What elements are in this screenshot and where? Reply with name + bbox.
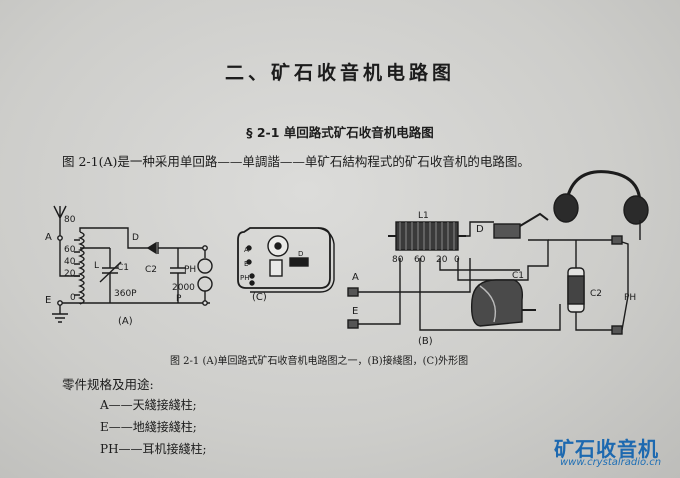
schematic-tap-60: 60 [64, 245, 76, 255]
schematic-tap-0: 0 [70, 293, 76, 303]
diode-holder [493, 223, 521, 239]
enclosure-figure-label: (C) [252, 292, 267, 303]
wiring-c2-label: C2 [590, 289, 602, 299]
spec-item-antenna: A——天綫接綫柱; [100, 398, 197, 412]
headphones-icon [564, 170, 642, 205]
wiring-tap-60: 60 [414, 255, 426, 265]
wiring-tap-0: 0 [454, 255, 460, 265]
wiring-tap-80: 80 [392, 255, 404, 265]
enclosure-mark-e: E [244, 260, 248, 268]
schematic-tap-20: 20 [64, 269, 76, 279]
wiring-figure-label: (B) [418, 336, 433, 347]
enclosure-mark-a: A [244, 246, 249, 254]
coil-l1 [395, 221, 459, 251]
schematic-phones-label: PH [184, 265, 196, 275]
wiring-phones-label: PH [624, 293, 636, 303]
capacitor-c1 [102, 248, 118, 303]
schematic-c1-value: 360P [114, 289, 137, 299]
section-title: § 2-1 单回路式矿石收音机电路图 [246, 125, 434, 140]
antenna-icon [53, 205, 67, 238]
wiring-tap-20: 20 [436, 255, 448, 265]
watermark-logo: 矿石收音机 www.crystalradio.cn [548, 433, 680, 478]
enclosure-mark-ph: PH [240, 274, 250, 282]
wiring-coil-label: L1 [418, 211, 429, 221]
schematic-c2-value: 2000 [172, 283, 195, 293]
schematic-diode-label: D [132, 233, 139, 243]
wiring-terminal-e: E [352, 306, 358, 317]
capacitor-c2 [170, 248, 186, 303]
schematic-terminal-a: A [45, 232, 52, 243]
schematic-c1-label: C1 [117, 263, 129, 273]
enclosure-drawing [237, 227, 335, 293]
wiring-c1-label: C1 [512, 271, 524, 281]
wiring-diode-label: D [476, 224, 484, 235]
intro-paragraph: 图 2-1(A)是一种采用单回路——单調諧——单矿石結构程式的矿石收音机的电路图… [62, 154, 530, 169]
headphone-earpiece [197, 258, 213, 274]
variable-capacitor-c1 [470, 279, 524, 327]
enclosure-mark-d: D [298, 250, 303, 258]
specs-heading: 零件规格及用途: [62, 377, 154, 392]
chapter-title: 二、矿石收音机电路图 [224, 62, 455, 84]
watermark-title: 矿石收音机 [554, 437, 659, 461]
spec-item-ground: E——地綫接綫柱; [100, 420, 197, 434]
spec-item-phones: PH——耳机接綫柱; [100, 442, 207, 456]
schematic-terminal-e: E [45, 295, 51, 306]
schematic-coil-label: L [94, 261, 99, 271]
diode-symbol [146, 241, 157, 255]
watermark-url: www.crystalradio.cn [560, 457, 662, 468]
ground-icon [52, 305, 68, 323]
schematic-diagram [52, 205, 213, 323]
wiring-terminal-a: A [352, 272, 359, 283]
schematic-c2-unit: P [176, 294, 182, 304]
coil-symbol [78, 231, 85, 305]
wiring-diagram [347, 170, 649, 335]
figure-caption: 图 2-1 (A)单回路式矿石收音机电路图之一，(B)接綫图，(C)外形图 [170, 356, 469, 367]
schematic-figure-label: (A) [118, 316, 133, 327]
schematic-c2-label: C2 [145, 265, 157, 275]
schematic-tap-80: 80 [64, 215, 76, 225]
schematic-tap-40: 40 [64, 257, 76, 267]
